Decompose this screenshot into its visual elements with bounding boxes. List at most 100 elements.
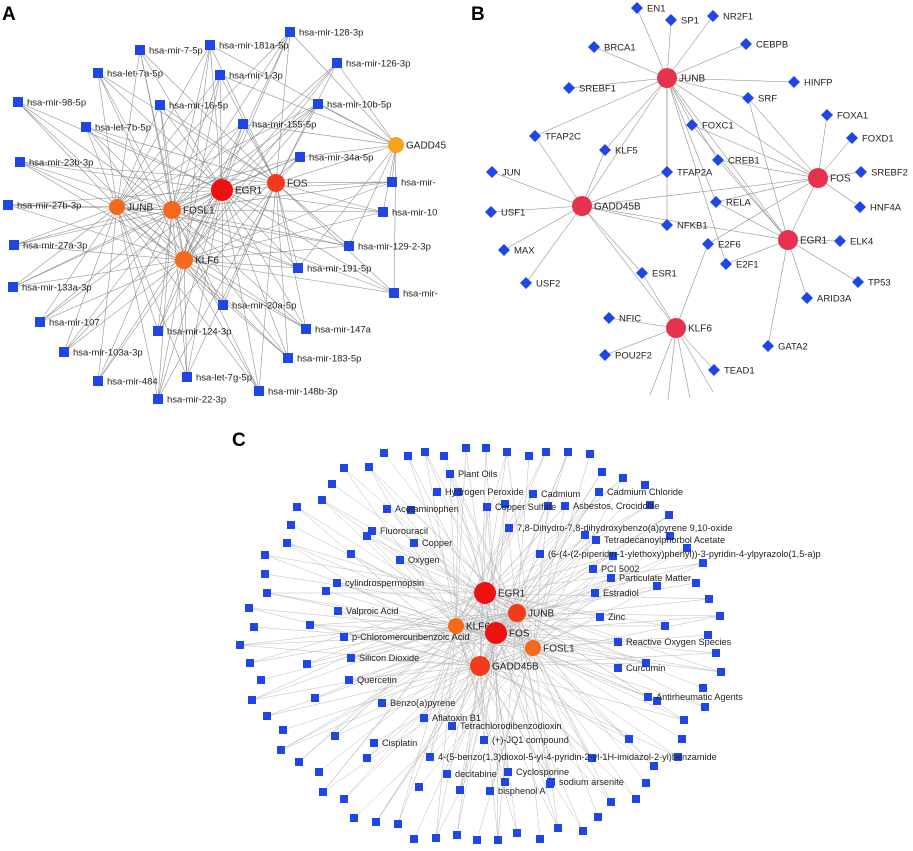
edge-c-105-c — [516, 612, 647, 664]
tf-node-14 — [661, 166, 673, 178]
chemical-node-unlabeled-80 — [311, 694, 319, 702]
edge-c-104-b — [465, 447, 486, 594]
edge-b-junb-egr1 — [666, 77, 789, 241]
edge-a-1-egr1 — [221, 31, 291, 191]
chemical-node-unlabeled-81 — [303, 660, 311, 668]
hub-c-fosl1 — [525, 640, 541, 656]
edge-a-30-egr1 — [157, 189, 223, 400]
chemical-node-21 — [347, 654, 355, 662]
edge-c-127-a — [516, 585, 658, 614]
edge-c-22-a — [532, 647, 619, 669]
chemical-node-6 — [561, 502, 569, 510]
chemical-label-19: p-Chloromercuribenzoic Acid — [352, 632, 469, 642]
chemical-label-5: Copper Sulfate — [495, 502, 556, 512]
tf-node-2 — [707, 10, 719, 22]
hub-a-label-gadd45: GADD45 — [406, 141, 446, 152]
edge-c-122-a — [455, 491, 459, 627]
edge-c-63-a — [495, 632, 612, 803]
edge-b-klf6-offpage-1 — [667, 327, 677, 401]
panel-a-mirna-network: A hsa-mir-181a-5phsa-mir-128-3phsa-mir-7… — [2, 4, 446, 406]
chemical-node-unlabeled-79 — [331, 732, 339, 740]
edge-a-klf6-egr1 — [183, 189, 223, 261]
mirna-label-27: hsa-mir-484 — [107, 377, 158, 388]
chemical-label-16: Estradiol — [603, 588, 639, 598]
tf-node-4 — [740, 38, 752, 50]
chemical-node-unlabeled-67 — [421, 448, 429, 456]
hub-c-label-fosl1: FOSL1 — [543, 644, 575, 655]
edge-c-57-b — [479, 665, 685, 721]
edge-a-29-klf6 — [183, 259, 260, 392]
mirna-node-8 — [313, 99, 323, 109]
chemical-label-25: Benzo(a)pyrene — [390, 698, 455, 708]
edge-a-18-egr1 — [12, 189, 223, 288]
chemical-node-unlabeled-26 — [642, 779, 650, 787]
hub-a-label-fosl1: FOSL1 — [183, 206, 215, 217]
tf-label-19: USF1 — [501, 208, 525, 219]
edge-c-119-b — [350, 553, 497, 634]
edge-a-29-fosl1 — [171, 209, 260, 392]
edge-c-92-a — [264, 554, 457, 627]
hub-b-label-klf6: KLF6 — [688, 324, 712, 335]
tf-label-6: HINFP — [804, 78, 833, 89]
chemical-node-13 — [589, 565, 597, 573]
edge-a-12-junb — [19, 161, 118, 208]
edge-c-36-c — [506, 451, 534, 649]
edge-a-27-fosl1 — [97, 209, 173, 382]
edge-b-junb-6 — [666, 77, 795, 83]
tf-label-26: ESR1 — [652, 269, 677, 280]
tf-label-25: USF2 — [536, 279, 560, 290]
edge-a-2-egr1 — [139, 49, 223, 191]
edge-a-8-klf6 — [183, 103, 319, 261]
edge-b-gadd45b-14 — [581, 171, 668, 207]
chemical-label-29: (+)-JQ1 compound — [492, 735, 569, 745]
tf-label-29: NFIC — [619, 314, 641, 325]
edge-c-122-b — [457, 491, 486, 594]
edge-a-2-fos — [139, 49, 277, 184]
tf-label-12: KLF5 — [615, 146, 638, 157]
edge-c-72-b — [435, 625, 457, 839]
chemical-node-3 — [595, 488, 603, 496]
edge-b-klf6-offpage-0 — [649, 327, 677, 396]
chemical-node-unlabeled-93 — [661, 622, 669, 630]
edge-a-26-egr1 — [221, 189, 289, 359]
tf-node-19 — [485, 206, 497, 218]
chemical-label-3: Cadmium Chloride — [607, 487, 683, 497]
edge-b-junb-17 — [666, 77, 717, 203]
edge-a-27-junb — [97, 206, 118, 382]
edge-b-egr1-30 — [767, 239, 789, 347]
chemical-node-unlabeled-78 — [363, 754, 371, 762]
tf-label-7: SRF — [758, 94, 777, 105]
tf-label-1: SP1 — [681, 16, 699, 27]
edge-b-fos-gadd45b — [581, 177, 819, 207]
chemical-node-unlabeled-42 — [340, 795, 348, 803]
tf-label-4: CEBPB — [756, 40, 788, 51]
edge-c-15-b — [479, 577, 612, 667]
edge-a-10-gadd45 — [242, 123, 397, 146]
edge-c-99-a — [368, 466, 497, 634]
chemical-node-unlabeled-85 — [363, 532, 371, 540]
edge-c-96-b — [321, 499, 457, 627]
chemical-node-unlabeled-23 — [678, 735, 686, 743]
edge-c-128-b — [484, 592, 666, 627]
edge-c-59-b — [495, 632, 679, 758]
chemical-node-11 — [536, 550, 544, 558]
edge-a-20-fosl1 — [171, 209, 395, 294]
tf-label-2: NR2F1 — [723, 12, 753, 23]
panel-a-edges — [7, 31, 397, 400]
edge-c-60-c — [532, 647, 655, 767]
chemical-node-unlabeled-54 — [245, 604, 253, 612]
chemical-label-30: 4-(5-benzo(1,3)dioxol-5-yl-4-pyridin-2-y… — [438, 752, 717, 762]
edge-c-76-a — [353, 647, 534, 819]
edge-b-junb-24 — [666, 77, 727, 265]
mirna-label-17: hsa-mir-129-2-3p — [358, 242, 431, 253]
edge-a-6-junb — [17, 101, 118, 208]
edge-a-8-junb — [116, 103, 319, 208]
tf-node-25 — [520, 277, 532, 289]
edge-c-54-c — [532, 647, 722, 673]
edge-c-8-b — [484, 527, 510, 594]
tf-label-9: FOXC1 — [702, 121, 734, 132]
tf-node-16 — [486, 166, 498, 178]
edge-c-23-a — [348, 665, 481, 681]
